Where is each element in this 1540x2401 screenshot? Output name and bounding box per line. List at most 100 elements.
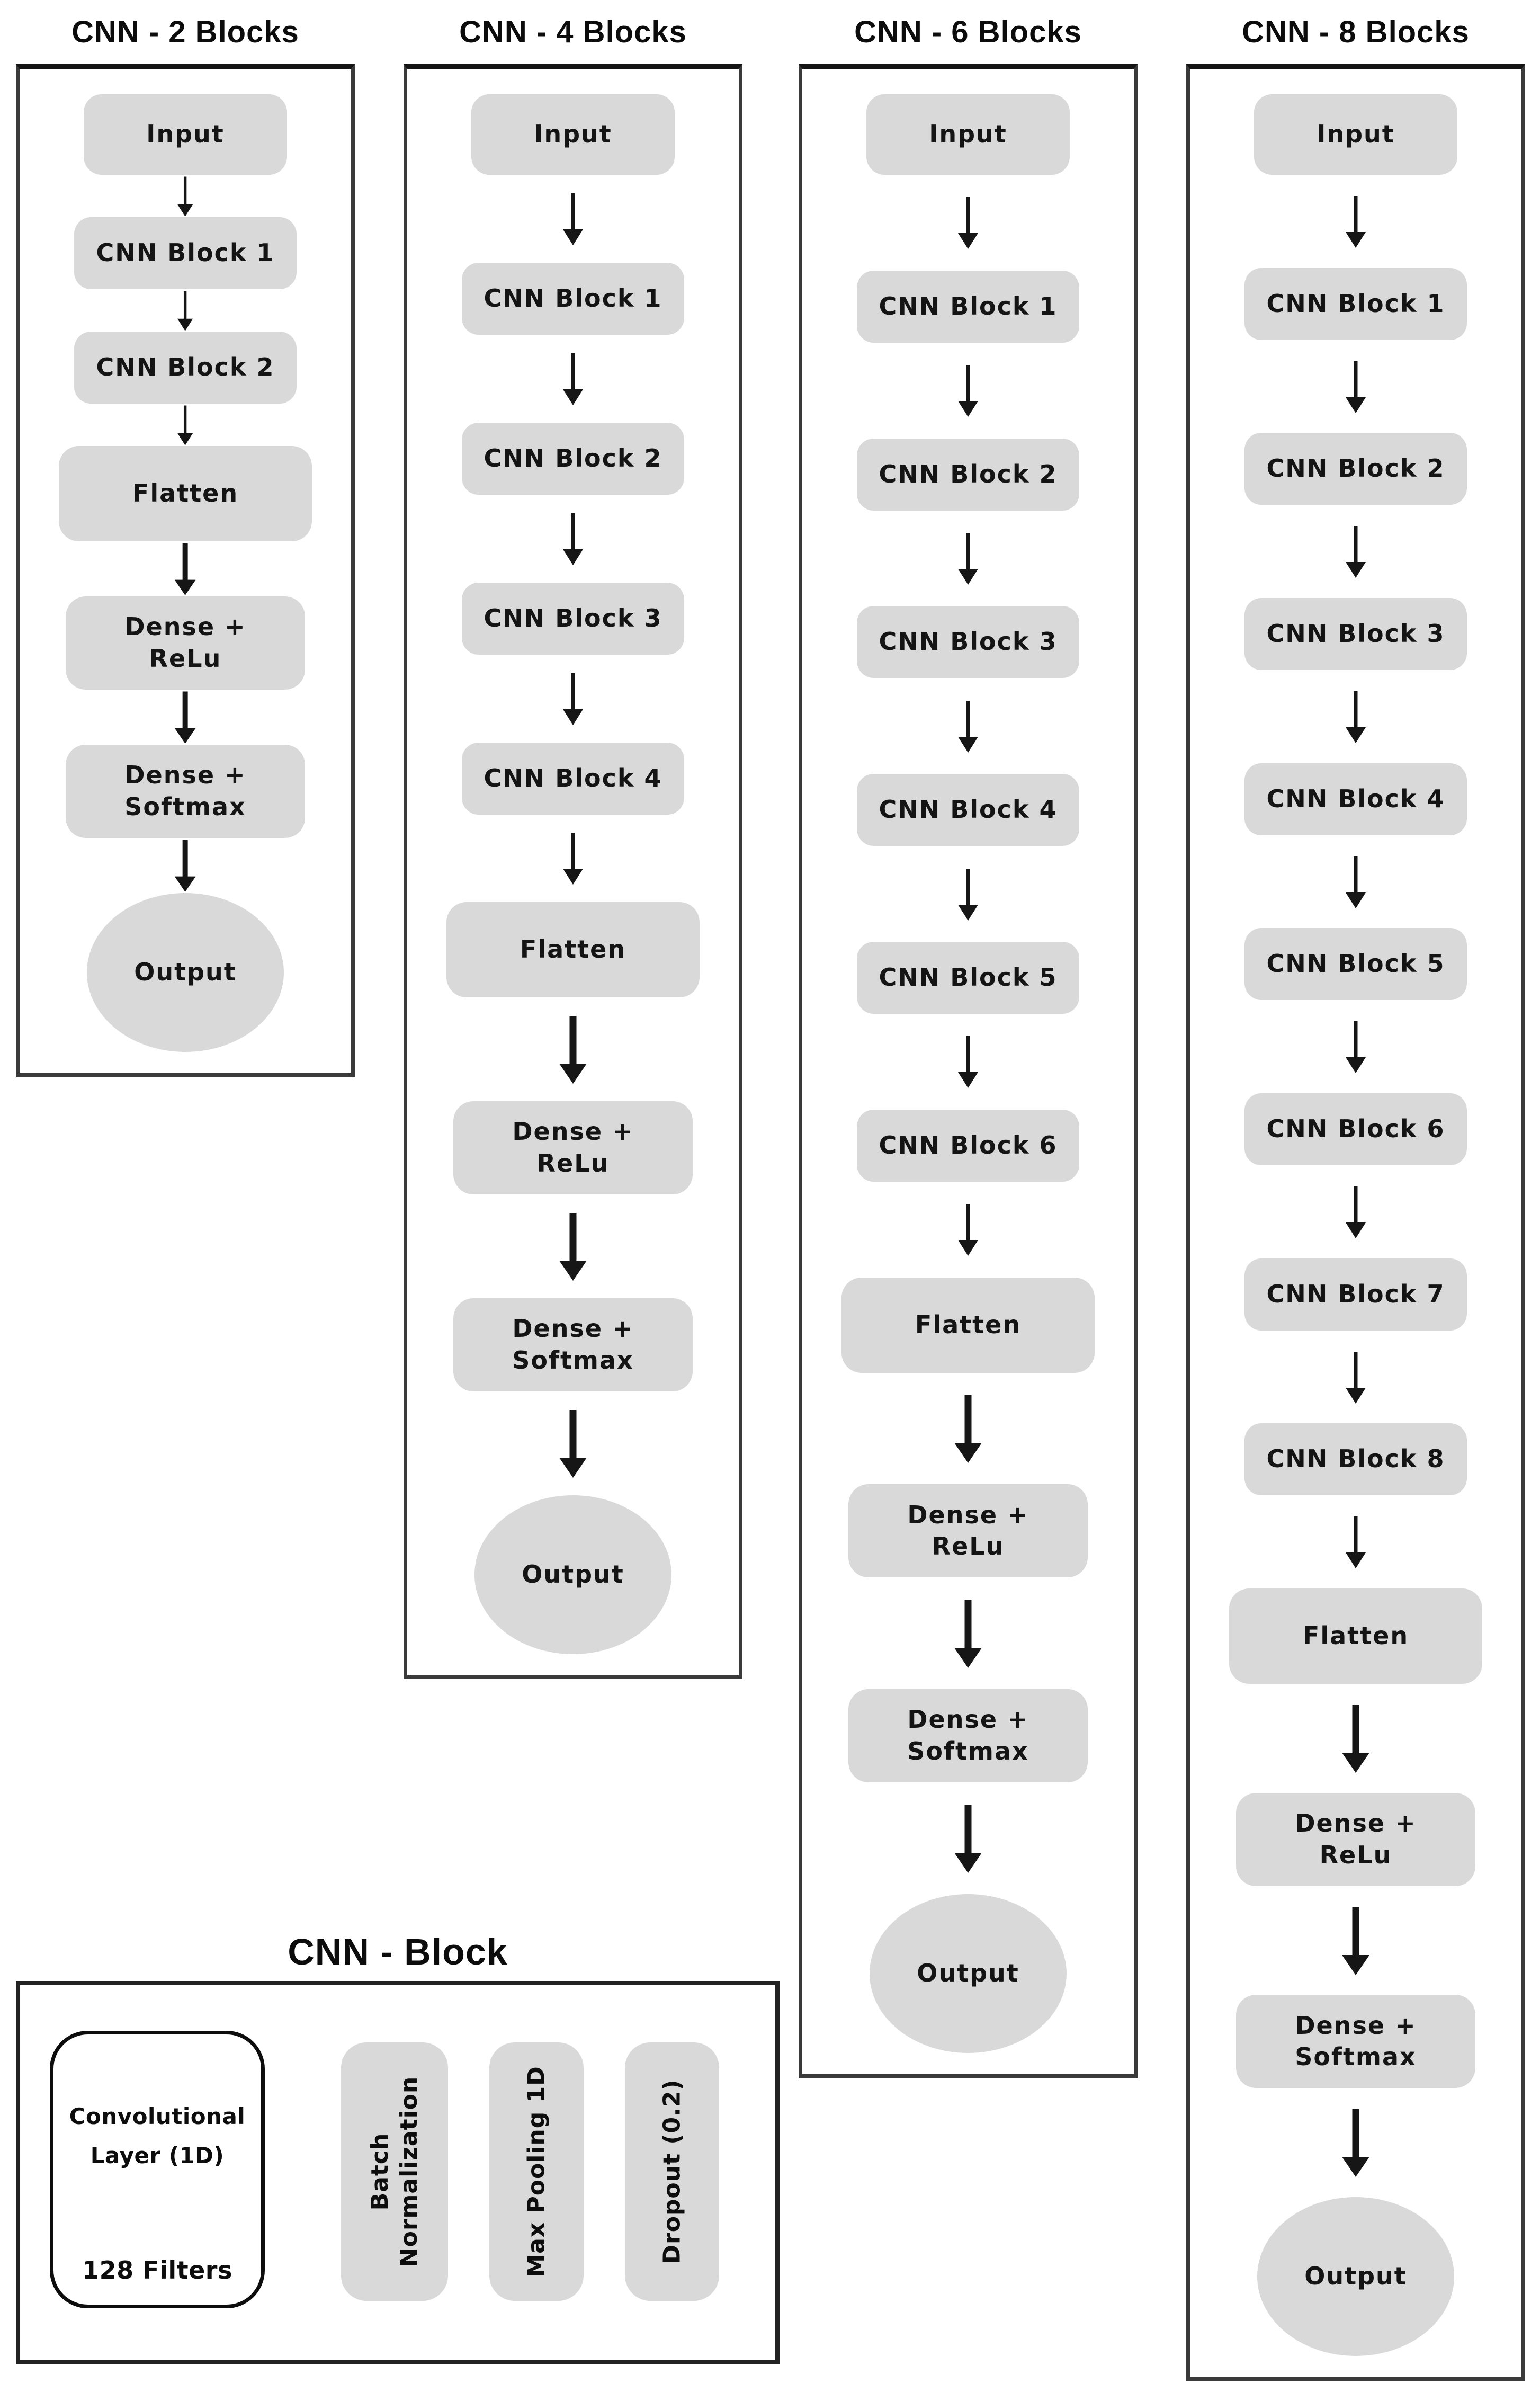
legend-box: Convolutional Layer (1D) 128 Filters Bat…: [16, 1981, 780, 2364]
pill-batch-normalization: Batch Normalization: [341, 2042, 448, 2301]
node-label: CNN Block 8: [1266, 1444, 1445, 1474]
node-label: Input: [146, 120, 225, 149]
pill-max-pooling-1d: Max Pooling 1D: [489, 2042, 584, 2301]
node-cnn-block-4: CNN Block 4: [1244, 763, 1467, 835]
node-input: Input: [866, 94, 1070, 175]
node-dense-relu: Dense + ReLu: [1236, 1792, 1475, 1886]
node-label: Input: [929, 120, 1007, 149]
cnn-block-legend: CNN - Block Convolutional Layer (1D) 128…: [16, 1923, 780, 2364]
down-arrow-icon: [802, 343, 1134, 439]
node-label: Dense + Softmax: [512, 1314, 634, 1375]
pill-label: Batch Normalization: [366, 2076, 423, 2268]
down-arrow-icon: [20, 289, 351, 332]
down-arrow-icon: [407, 815, 739, 903]
convolutional-layer-card: Convolutional Layer (1D) 128 Filters: [40, 2021, 265, 2308]
down-arrow-icon: [1190, 340, 1521, 433]
node-label: CNN Block 4: [879, 795, 1058, 824]
down-arrow-icon: [407, 175, 739, 263]
node-output: Output: [474, 1495, 671, 1654]
down-arrow-icon: [802, 678, 1134, 774]
down-arrow-icon: [802, 1182, 1134, 1278]
node-label: Flatten: [520, 935, 626, 964]
down-arrow-icon: [802, 846, 1134, 942]
node-label: Input: [534, 120, 612, 149]
pill-dropout: Dropout (0.2): [625, 2042, 719, 2301]
node-output: Output: [870, 1894, 1067, 2053]
node-cnn-block-2: CNN Block 2: [74, 332, 297, 404]
node-dense-relu: Dense + ReLu: [66, 596, 305, 690]
down-arrow-icon: [407, 655, 739, 743]
node-output: Output: [87, 893, 284, 1052]
node-cnn-block-1: CNN Block 1: [462, 262, 684, 335]
node-label: CNN Block 1: [1266, 289, 1445, 318]
down-arrow-icon: [20, 175, 351, 217]
node-cnn-block-4: CNN Block 4: [857, 774, 1079, 846]
node-input: Input: [471, 94, 675, 175]
node-dense-softmax: Dense + Softmax: [1236, 1995, 1475, 2088]
node-label: CNN Block 1: [96, 238, 275, 267]
node-label: CNN Block 6: [1266, 1114, 1445, 1144]
node-cnn-block-5: CNN Block 5: [1244, 928, 1467, 1001]
node-label: Dense + Softmax: [1295, 2011, 1417, 2072]
node-label: Dense + Softmax: [124, 761, 246, 821]
node-cnn-block-2: CNN Block 2: [1244, 433, 1467, 505]
column-title: CNN - 4 Blocks: [459, 15, 687, 49]
node-cnn-block-1: CNN Block 1: [74, 217, 297, 289]
down-arrow-icon: [1190, 670, 1521, 763]
node-cnn-block-7: CNN Block 7: [1244, 1258, 1467, 1331]
node-label: CNN Block 5: [879, 963, 1058, 992]
node-label: CNN Block 4: [484, 763, 662, 792]
node-cnn-block-1: CNN Block 1: [857, 270, 1079, 343]
node-label: Dense + Softmax: [907, 1705, 1029, 1766]
pill-label: Dropout (0.2): [658, 2079, 686, 2264]
node-label: CNN Block 2: [484, 443, 662, 472]
down-arrow-icon: [802, 1577, 1134, 1689]
down-arrow-icon: [1190, 1684, 1521, 1793]
legend-title: CNN - Block: [288, 1931, 508, 1972]
column-title: CNN - 2 Blocks: [71, 15, 299, 49]
node-label: CNN Block 2: [1266, 454, 1445, 483]
node-label: CNN Block 2: [879, 459, 1058, 488]
down-arrow-icon: [20, 838, 351, 893]
node-label: CNN Block 1: [879, 291, 1058, 320]
node-label: CNN Block 2: [96, 353, 275, 382]
node-cnn-block-3: CNN Block 3: [462, 582, 684, 655]
down-arrow-icon: [802, 511, 1134, 606]
down-arrow-icon: [802, 1373, 1134, 1485]
node-cnn-block-3: CNN Block 3: [1244, 598, 1467, 671]
node-cnn-block-1: CNN Block 1: [1244, 267, 1467, 340]
down-arrow-icon: [1190, 835, 1521, 929]
down-arrow-icon: [20, 404, 351, 446]
node-label: Flatten: [915, 1310, 1022, 1339]
node-flatten: Flatten: [841, 1277, 1095, 1373]
node-dense-softmax: Dense + Softmax: [453, 1298, 693, 1392]
node-dense-relu: Dense + ReLu: [848, 1484, 1088, 1578]
down-arrow-icon: [407, 997, 739, 1101]
node-label: Output: [134, 958, 237, 987]
node-cnn-block-3: CNN Block 3: [857, 606, 1079, 679]
node-label: CNN Block 6: [879, 1130, 1058, 1159]
node-label: CNN Block 4: [1266, 784, 1445, 813]
node-flatten: Flatten: [1229, 1588, 1482, 1684]
node-label: Input: [1317, 120, 1395, 149]
node-label: Output: [917, 1959, 1019, 1988]
node-label: CNN Block 3: [484, 603, 662, 632]
down-arrow-icon: [1190, 2088, 1521, 2197]
node-cnn-block-2: CNN Block 2: [462, 422, 684, 495]
conv-layer-label: Convolutional Layer (1D): [69, 2103, 246, 2168]
node-label: Dense + ReLu: [124, 612, 246, 673]
node-flatten: Flatten: [59, 446, 312, 541]
down-arrow-icon: [407, 1194, 739, 1298]
down-arrow-icon: [1190, 505, 1521, 598]
column-title: CNN - 6 Blocks: [854, 15, 1082, 49]
down-arrow-icon: [407, 335, 739, 423]
down-arrow-icon: [407, 1391, 739, 1495]
